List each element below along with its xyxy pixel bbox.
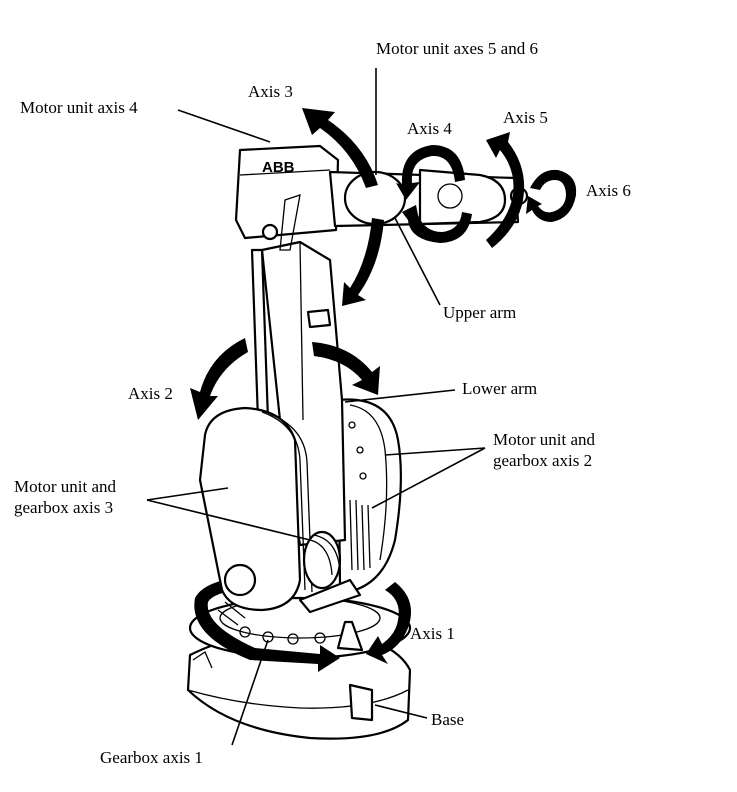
label-axis-2: Axis 2 [128, 384, 173, 403]
axis-4-rotation-arrow [396, 145, 472, 243]
label-motor-gearbox-axis-2-line2: gearbox axis 2 [493, 451, 593, 470]
label-base: Base [431, 710, 465, 729]
abb-logo: ABB [262, 159, 295, 176]
axis-5-rotation-arrow [486, 132, 525, 248]
label-motor-unit-axes-5-6: Motor unit axes 5 and 6 [376, 39, 538, 58]
label-axis-4: Axis 4 [407, 119, 452, 138]
label-axis-5: Axis 5 [503, 108, 548, 127]
label-lower-arm: Lower arm [462, 379, 538, 398]
label-axis-1: Axis 1 [410, 624, 455, 643]
leader-lines [146, 68, 486, 746]
axis-1-rotation-arrow [194, 575, 412, 672]
upper-arm: ABB [234, 144, 529, 251]
label-upper-arm: Upper arm [443, 303, 517, 322]
axis-6-rotation-arrow [526, 169, 577, 222]
axis-2-rotation-arrow [190, 338, 380, 420]
label-axis-3: Axis 3 [248, 82, 293, 101]
label-motor-unit-axis-4: Motor unit axis 4 [20, 98, 138, 117]
label-axis-6: Axis 6 [586, 181, 631, 200]
label-motor-gearbox-axis-3-line2: gearbox axis 3 [14, 498, 114, 517]
label-motor-gearbox-axis-2-line1: Motor unit and [493, 430, 595, 449]
axis-3-rotation-arrow [302, 108, 384, 306]
label-motor-gearbox-axis-3-line1: Motor unit and [14, 477, 116, 496]
motor-gearbox-axis-2 [336, 398, 402, 592]
label-gearbox-axis-1: Gearbox axis 1 [100, 748, 203, 767]
motor-gearbox-axis-3 [198, 406, 362, 614]
